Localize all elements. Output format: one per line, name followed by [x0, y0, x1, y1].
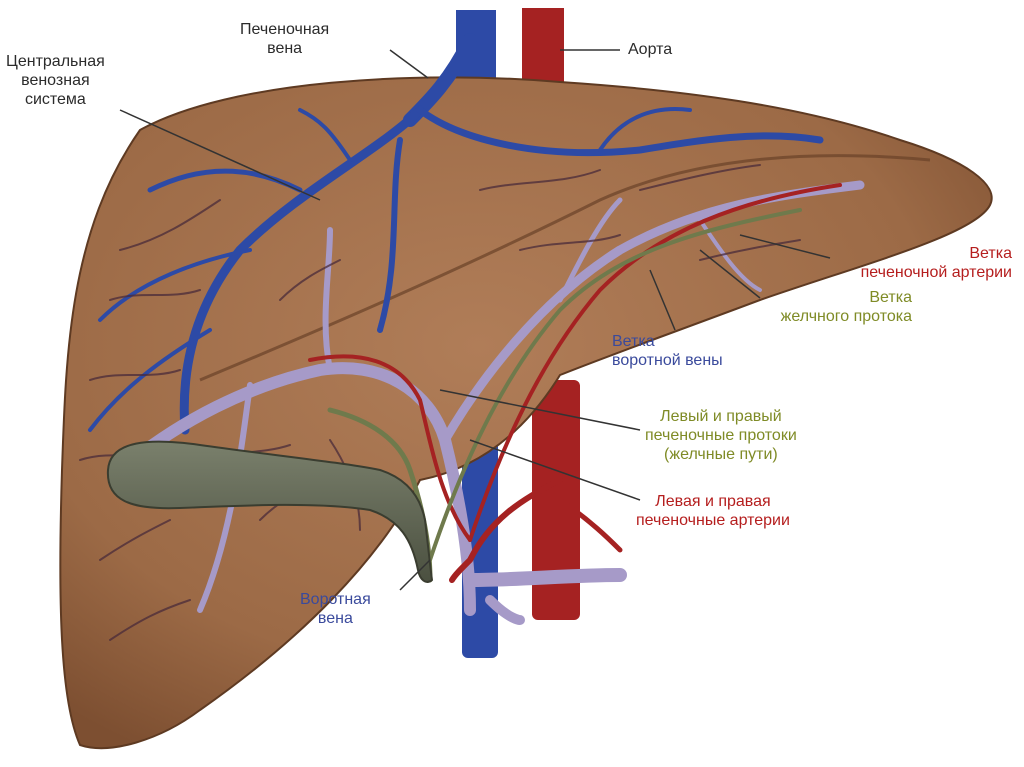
label-portal-vein-branch: Ветка воротной вены — [612, 332, 723, 370]
label-line: воротной вены — [612, 352, 723, 369]
label-aorta: Аорта — [628, 40, 672, 59]
liver-shape — [59, 76, 993, 749]
label-line: печеночные артерии — [636, 512, 790, 529]
hepatic-artery-branches — [308, 183, 842, 583]
leader-lines — [119, 49, 831, 591]
label-line: Ветка — [869, 289, 912, 306]
label-line: Центральная — [6, 53, 105, 70]
gallbladder — [106, 440, 434, 583]
label-portal-vein: Воротная вена — [300, 590, 371, 628]
label-line: Печеночная — [240, 21, 330, 38]
label-hepatic-ducts: Левый и правый печеночные протоки (желчн… — [645, 407, 797, 464]
label-hepatic-arteries: Левая и правая печеночные артерии — [636, 492, 790, 530]
hepatic-vein-branches — [88, 33, 824, 435]
lobe-fold — [199, 154, 931, 382]
label-line: Левая и правая — [655, 493, 771, 510]
label-line: (желчные пути) — [664, 446, 778, 463]
label-line: система — [24, 91, 86, 108]
label-line: Ветка — [969, 245, 1012, 262]
label-line: Аорта — [628, 41, 673, 58]
label-line: Ветка — [612, 333, 655, 350]
label-line: печеночной артерии — [860, 264, 1012, 281]
label-bile-duct-branch: Ветка желчного протока — [700, 288, 912, 326]
label-line: вена — [317, 610, 353, 627]
label-line: Левый и правый — [660, 408, 782, 425]
label-line: печеночные протоки — [645, 427, 797, 444]
label-line: вена — [267, 40, 303, 57]
label-line: желчного протока — [780, 308, 912, 325]
label-line: Воротная — [300, 591, 371, 608]
label-hepatic-vein: Печеночная вена — [240, 20, 329, 58]
label-central-venous-system: Центральная венозная система — [6, 52, 105, 109]
label-hepatic-artery-branch: Ветка печеночной артерии — [768, 244, 1012, 282]
label-line: венозная — [21, 72, 90, 89]
